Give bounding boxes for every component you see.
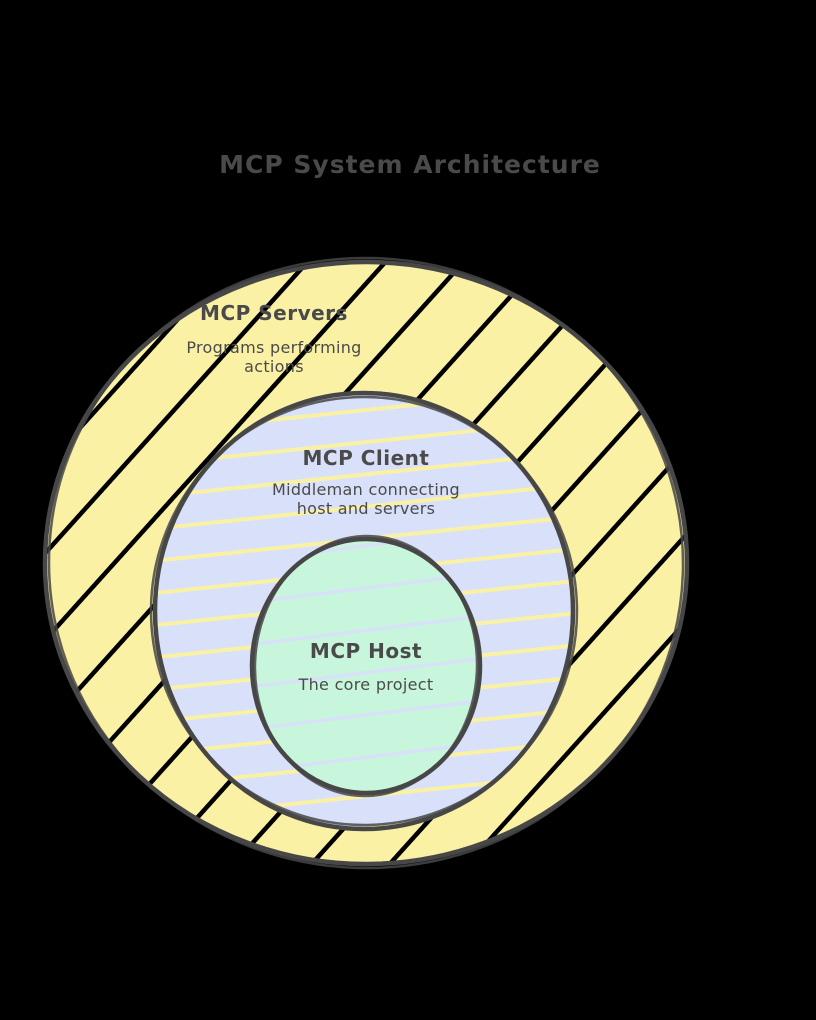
servers-description: Programs performing actions [186,338,362,376]
host-outline-sketch [253,534,479,798]
host-ellipse [249,534,483,798]
host-description: The core project [298,675,434,694]
client-description: Middleman connecting host and servers [272,480,460,518]
host-outline [249,536,483,796]
servers-outline [42,259,690,867]
client-outline [152,390,576,832]
host-label: MCP Host [309,639,423,663]
client-outline-sketch [149,395,579,827]
servers-label: MCP Servers [200,301,348,325]
client-label: MCP Client [302,446,430,470]
servers-outline-sketch [47,256,685,870]
diagram-title: MCP System Architecture [219,150,601,179]
host-fill-shape [252,539,480,793]
